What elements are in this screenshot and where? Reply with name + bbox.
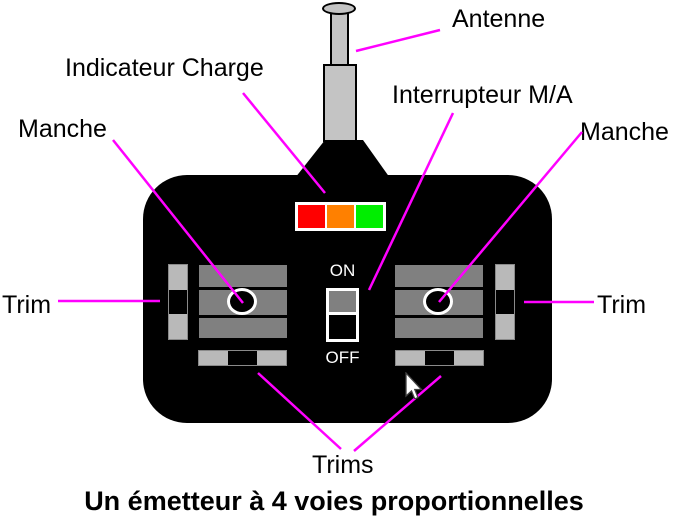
led-red (298, 205, 325, 228)
plate-groove (199, 315, 287, 318)
trim-slider (228, 351, 257, 365)
antenna-base (323, 64, 357, 142)
right-stick-label: Manche (580, 118, 669, 146)
led-green (356, 205, 383, 228)
left-trim-label: Trim (2, 291, 52, 319)
trim-segment (496, 314, 514, 340)
trim-slider (496, 289, 514, 315)
trim-slider (169, 289, 187, 315)
antenna-rod (330, 10, 349, 68)
charge-led-panel (295, 202, 386, 231)
trims-label: Trims (312, 451, 374, 479)
left-trim-horizontal (198, 350, 287, 366)
antenna-mount (295, 140, 390, 178)
figure-caption: Un émetteur à 4 voies proportionnelles (84, 486, 584, 516)
led-orange (327, 205, 354, 228)
right-trim-horizontal (395, 350, 484, 366)
power-switch (326, 288, 359, 342)
trim-segment (199, 351, 228, 365)
trim-segment (169, 265, 187, 290)
plate-groove (395, 315, 483, 318)
trim-segment (454, 351, 483, 365)
trim-slider (425, 351, 454, 365)
mouse-cursor (405, 372, 423, 399)
antenna-tip (322, 2, 356, 15)
right-trim-vertical (495, 264, 515, 340)
leader-antenne (355, 28, 441, 53)
trim-segment (396, 351, 425, 365)
right-trim-label: Trim (597, 291, 647, 319)
left-trim-vertical (168, 264, 188, 340)
trim-segment (257, 351, 286, 365)
left-stick-label: Manche (18, 115, 107, 143)
charge-indicator-label: Indicateur Charge (65, 54, 264, 82)
left-stick-knob (227, 288, 257, 315)
right-stick-knob (423, 288, 453, 315)
switch-off-label: OFF (325, 348, 360, 367)
switch-on-label: ON (329, 261, 356, 280)
trim-segment (169, 314, 187, 340)
switch-lever (329, 291, 356, 315)
power-switch-label: Interrupteur M/A (392, 81, 573, 109)
trim-segment (496, 265, 514, 290)
antenna-label: Antenne (452, 5, 546, 33)
